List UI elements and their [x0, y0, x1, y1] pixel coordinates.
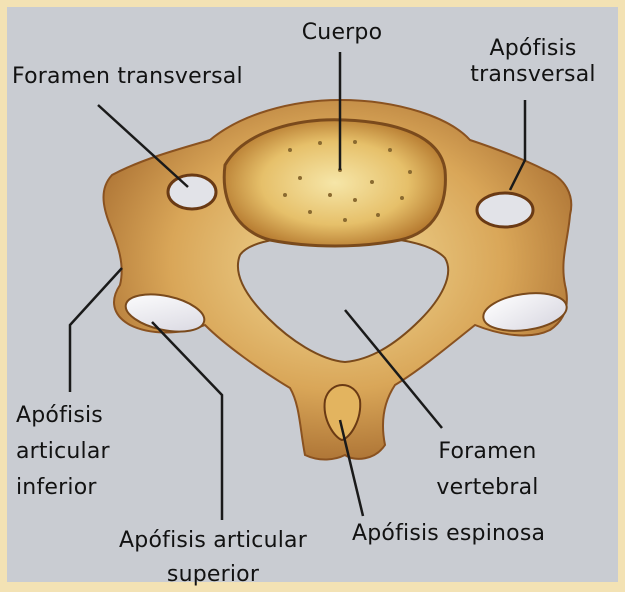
label-apofisis-articular-inferior-line1: Apófisis: [16, 398, 110, 434]
foramen-transversal-right: [477, 193, 533, 227]
label-foramen-vertebral-line1: Foramen: [420, 434, 555, 470]
label-apofisis-articular-superior-line2: superior: [78, 558, 348, 592]
label-apofisis-transversal: Apófisis transversal: [448, 36, 618, 88]
label-foramen-vertebral: Foramen vertebral: [420, 434, 555, 506]
label-foramen-transversal: Foramen transversal: [12, 64, 243, 90]
label-cuerpo: Cuerpo: [287, 20, 397, 46]
label-apofisis-transversal-line2: transversal: [448, 62, 618, 88]
label-foramen-vertebral-line2: vertebral: [420, 470, 555, 506]
foramen-transversal-left: [168, 175, 216, 209]
label-apofisis-articular-inferior: Apófisis articular inferior: [16, 398, 110, 506]
label-apofisis-articular-superior: Apófisis articular superior: [78, 524, 348, 592]
label-apofisis-articular-inferior-line3: inferior: [16, 470, 110, 506]
label-apofisis-articular-superior-line1: Apófisis articular: [78, 524, 348, 558]
label-apofisis-articular-inferior-line2: articular: [16, 434, 110, 470]
vertebral-body: [224, 120, 445, 246]
label-apofisis-transversal-line1: Apófisis: [448, 36, 618, 62]
label-apofisis-espinosa: Apófisis espinosa: [352, 521, 545, 547]
